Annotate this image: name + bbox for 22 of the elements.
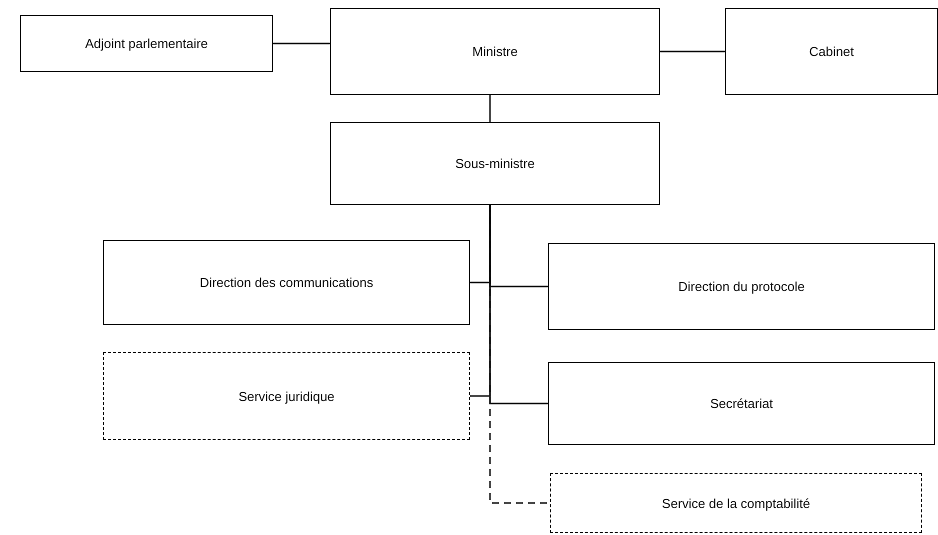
org-box <box>548 243 935 330</box>
unit-label: Adjoint parlementaire <box>85 36 208 51</box>
org-box <box>20 15 273 72</box>
org-box <box>725 8 938 95</box>
org-box <box>330 122 660 205</box>
dashed-box <box>550 473 922 533</box>
unit-label: Service juridique <box>238 388 335 404</box>
unit-label: Service de la comptabilité <box>662 496 810 510</box>
dashed-box <box>103 352 470 440</box>
org-box <box>103 240 470 325</box>
unit-label: Cabinet <box>809 44 854 59</box>
connector-line <box>489 205 550 504</box>
connector-line <box>273 42 330 44</box>
connector-line <box>660 50 725 52</box>
unit-label: Secrétariat <box>710 396 773 411</box>
unit-label: Direction du protocole <box>678 279 805 294</box>
connector-line <box>489 95 491 122</box>
org-box <box>330 8 660 95</box>
unit-label: Sous-ministre <box>455 156 535 171</box>
org-box <box>548 362 935 445</box>
unit-label: Direction des communications <box>200 275 374 290</box>
unit-label: Ministre <box>472 44 518 59</box>
